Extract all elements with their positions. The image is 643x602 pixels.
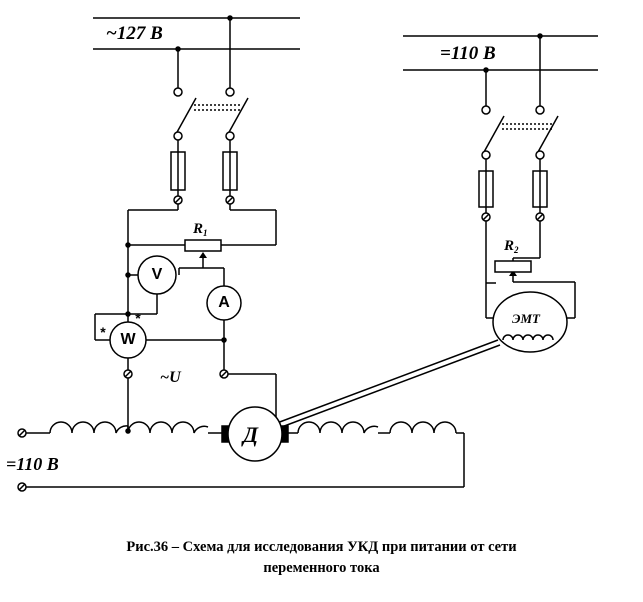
ac-switch — [173, 18, 249, 152]
dc-supply-label-right: =110 В — [440, 43, 496, 64]
dc-supply-label-left: =110 В — [6, 454, 59, 474]
ac-fuses — [170, 151, 238, 210]
dc-supply-busbars — [403, 33, 598, 73]
ammeter-label: A — [218, 294, 230, 311]
emt-label: ЭМТ — [512, 311, 540, 326]
dc-fuses — [478, 170, 548, 240]
figure-caption-line2: переменного тока — [263, 560, 380, 576]
emt-symbol — [492, 291, 568, 353]
voltmeter-symbol — [137, 255, 177, 295]
motor-symbol — [227, 406, 283, 462]
ammeter-symbol — [206, 285, 242, 321]
resistor-r2-symbol — [494, 260, 532, 273]
wattmeter-label: W — [120, 331, 136, 348]
dc-switch — [481, 36, 559, 171]
main-circuit — [17, 421, 465, 492]
wattmeter-symbol — [109, 321, 147, 359]
wattmeter-mark-top: * — [135, 310, 141, 326]
resistor-r1-label: R1 — [193, 221, 208, 238]
ac-wiring — [94, 209, 277, 434]
resistor-r1-symbol — [184, 239, 222, 252]
shaft-link — [268, 339, 501, 432]
wattmeter-mark-left: * — [100, 324, 106, 340]
resistor-r2-label: R2 — [504, 238, 519, 255]
ac-supply-label: ~127 В — [106, 23, 163, 44]
motor-label: Д — [243, 422, 259, 447]
voltmeter-label: V — [151, 266, 163, 283]
voltage-u-label: ~U — [160, 369, 181, 386]
figure-caption-line1: Рис.36 – Схема для исследования УКД при … — [126, 539, 517, 555]
